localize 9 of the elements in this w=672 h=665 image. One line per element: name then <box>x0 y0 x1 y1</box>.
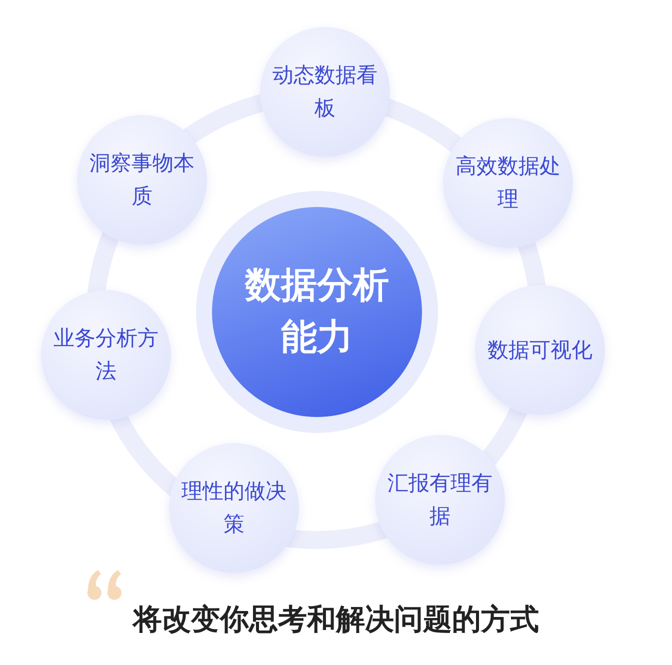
circle-label: 高效数据处理 <box>455 153 561 213</box>
circle-label: 汇报有理有据 <box>387 470 493 530</box>
circle-label: 业务分析方法 <box>53 325 159 385</box>
title: 将改变你思考和解决问题的方式 <box>131 601 540 638</box>
circle-label: 数据分析能力 <box>244 264 390 360</box>
circle-label: 理性的做决策 <box>181 478 287 538</box>
circle-label: 洞察事物本质 <box>89 150 195 210</box>
circle-label: 数据可视化 <box>487 336 593 364</box>
circle-label: 动态数据看板 <box>272 62 378 122</box>
